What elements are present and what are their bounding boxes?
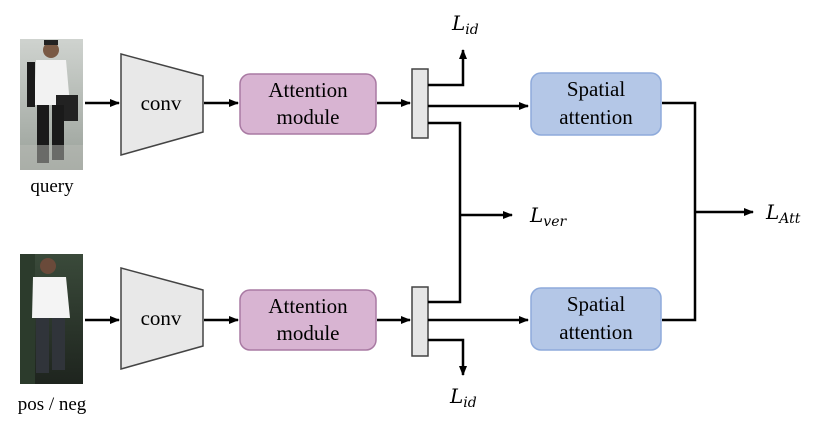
verification-connector (428, 121, 462, 304)
query-label: query (30, 176, 74, 197)
spatial-line2-bottom: attention (559, 320, 633, 344)
attention-line2-bottom: module (277, 321, 340, 345)
spatial-merge-connector (662, 101, 697, 322)
attention-line2-top: module (277, 105, 340, 129)
query-person-image (20, 39, 83, 170)
spatial-line1-top: Spatial (567, 77, 625, 101)
lver-label: Lver (529, 203, 567, 230)
arrow-to-lid-top (428, 49, 467, 87)
spatial-line1-bottom: Spatial (567, 292, 625, 316)
conv-label-bottom: conv (141, 306, 182, 330)
lid-top-label: Lid (451, 11, 479, 38)
posneg-label: pos / neg (18, 394, 87, 415)
feature-vector-bottom (411, 286, 429, 357)
posneg-person-image (20, 254, 83, 384)
conv-block-bottom (120, 267, 204, 370)
attention-module-bottom (239, 289, 377, 351)
latt-label: LAtt (765, 200, 801, 227)
spatial-attention-bottom (530, 287, 662, 351)
attention-line1-bottom: Attention (268, 294, 348, 318)
attention-module-top (239, 73, 377, 135)
arrow-to-lid-bottom (428, 338, 467, 376)
attention-line1-top: Attention (268, 78, 348, 102)
conv-label-top: conv (141, 91, 182, 115)
spatial-line2-top: attention (559, 105, 633, 129)
feature-vector-top (411, 68, 429, 139)
spatial-attention-top (530, 72, 662, 136)
conv-block-top (120, 53, 204, 156)
lid-bottom-label: Lid (449, 384, 477, 411)
